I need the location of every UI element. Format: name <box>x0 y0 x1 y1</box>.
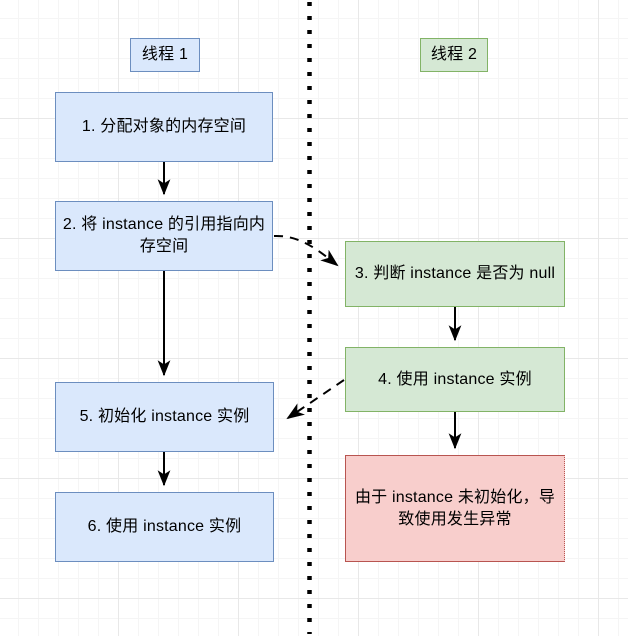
node-initialize-instance-label: 5. 初始化 instance 实例 <box>79 408 250 426</box>
lane-header-thread-2-label: 线程 2 <box>430 46 478 64</box>
node-assign-reference-label: 2. 将 instance 的引用指向内存空间 <box>62 216 266 255</box>
node-exception[interactable]: 由于 instance 未初始化，导致使用发生异常 <box>345 455 565 562</box>
node-use-instance-thread1-label: 6. 使用 instance 实例 <box>87 518 242 536</box>
lane-header-thread-1-label: 线程 1 <box>141 46 189 64</box>
edge-assign-to-check-dashed <box>273 234 339 267</box>
node-assign-reference[interactable]: 2. 将 instance 的引用指向内存空间 <box>55 201 273 271</box>
node-check-null[interactable]: 3. 判断 instance 是否为 null <box>345 241 565 307</box>
node-use-instance-thread2[interactable]: 4. 使用 instance 实例 <box>345 347 565 412</box>
node-check-null-label: 3. 判断 instance 是否为 null <box>354 265 556 283</box>
lane-header-thread-1[interactable]: 线程 1 <box>130 38 200 72</box>
node-use-instance-thread1[interactable]: 6. 使用 instance 实例 <box>55 492 274 562</box>
node-initialize-instance[interactable]: 5. 初始化 instance 实例 <box>55 382 274 452</box>
node-use-instance-thread2-label: 4. 使用 instance 实例 <box>378 370 532 388</box>
lane-header-thread-2[interactable]: 线程 2 <box>420 38 488 72</box>
node-allocate-memory[interactable]: 1. 分配对象的内存空间 <box>55 92 273 162</box>
node-exception-label: 由于 instance 未初始化，导致使用发生异常 <box>354 488 556 528</box>
node-allocate-memory-label: 1. 分配对象的内存空间 <box>81 118 247 136</box>
edge-use-to-initialize-dashed <box>286 379 345 420</box>
